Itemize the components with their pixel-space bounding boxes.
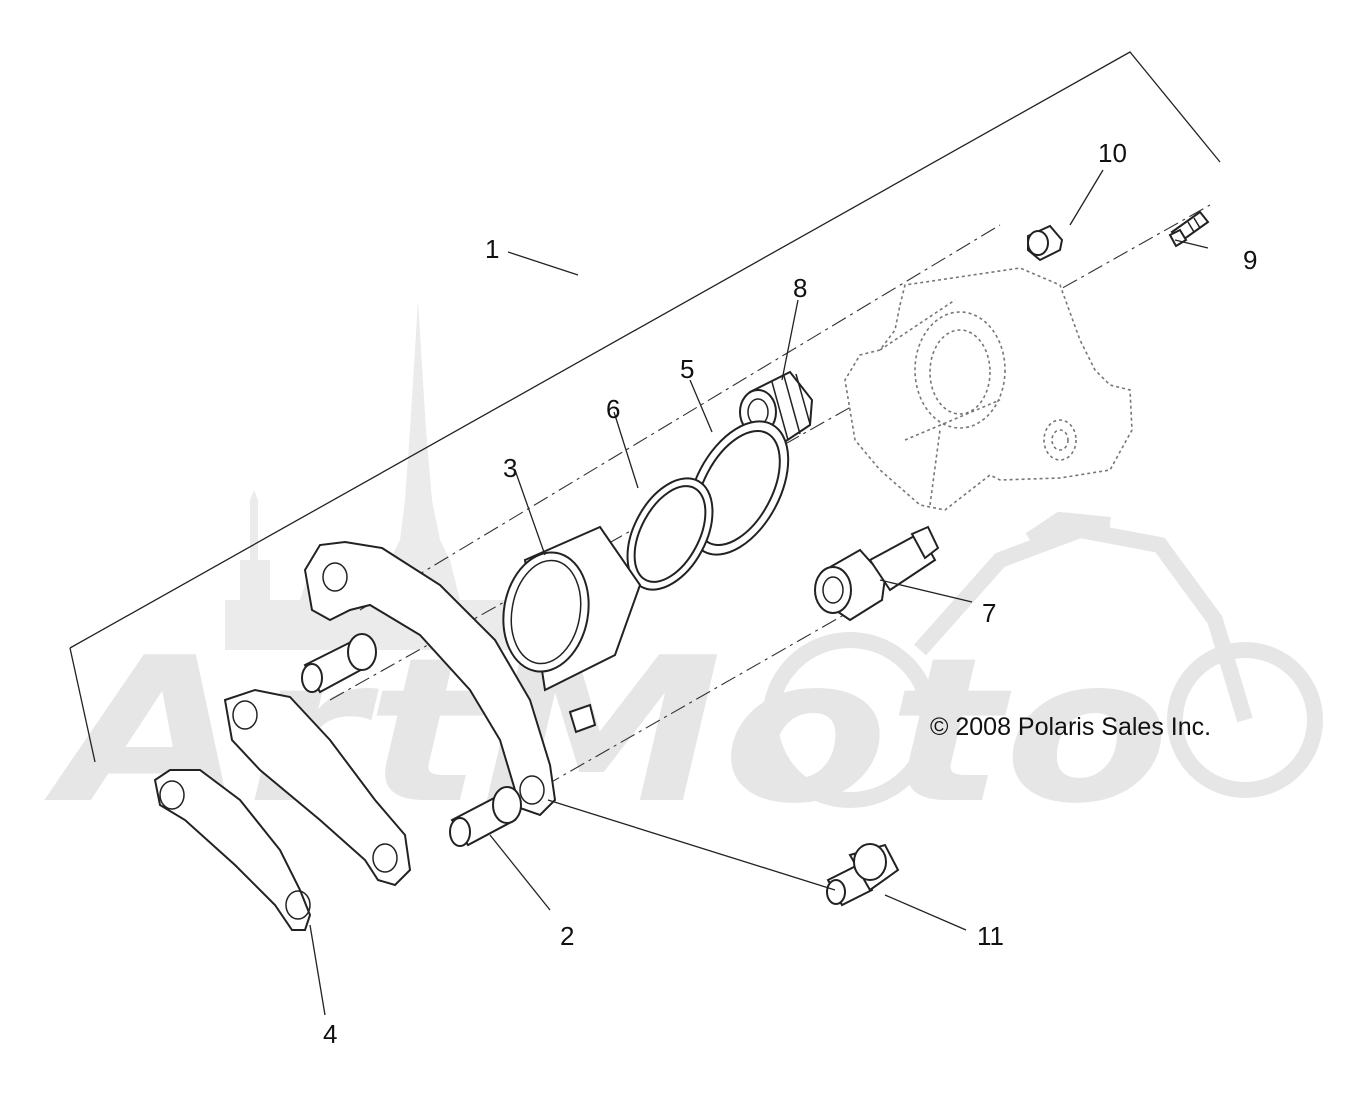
callout-1: 1 xyxy=(485,234,499,264)
callout-7: 7 xyxy=(982,598,996,628)
callout-3: 3 xyxy=(503,453,517,483)
part-6-seal-ring xyxy=(626,477,714,591)
part-4-brake-pads xyxy=(153,688,412,931)
leader-lines xyxy=(309,169,1209,1016)
watermark-motorcycle xyxy=(762,511,1323,808)
callout-6: 6 xyxy=(606,394,620,424)
callout-9: 9 xyxy=(1243,245,1257,275)
caliper-bracket xyxy=(303,540,557,817)
part-7-slide-pin xyxy=(814,525,940,622)
callout-labels: 1 2 3 4 5 6 7 8 9 10 11 xyxy=(323,138,1257,1049)
part-10-bleeder-cap xyxy=(1027,224,1064,262)
part-5-seal-ring xyxy=(686,420,790,556)
callout-4: 4 xyxy=(323,1019,337,1049)
callout-11: 11 xyxy=(977,921,1004,951)
part-2-guide-pins xyxy=(301,633,597,847)
part-11-bolt xyxy=(826,843,900,907)
callout-8: 8 xyxy=(793,273,807,303)
copyright-notice: © 2008 Polaris Sales Inc. xyxy=(930,713,1211,741)
callout-2: 2 xyxy=(560,921,574,951)
part-9-bleeder-screw xyxy=(1168,210,1210,248)
part-3-piston xyxy=(502,525,642,692)
callout-10: 10 xyxy=(1098,138,1127,168)
callout-5: 5 xyxy=(680,354,694,384)
caliper-housing xyxy=(844,267,1133,511)
assembly-bracket xyxy=(69,51,1221,763)
